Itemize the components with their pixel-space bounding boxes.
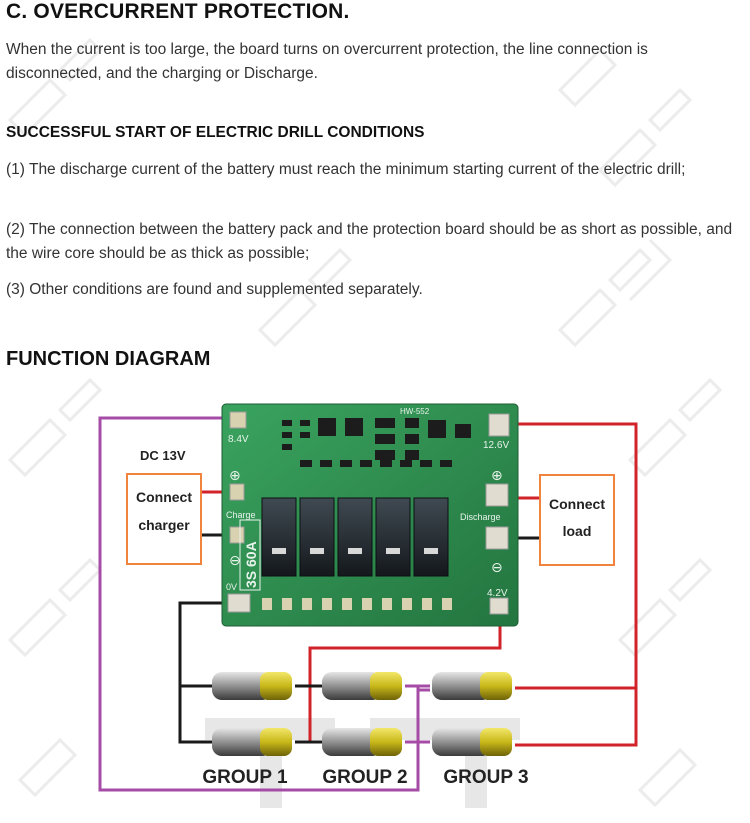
board-label-12-6v: 12.6V — [483, 440, 509, 451]
protection-board: 3S 60A HW-552 8.4V 12.6V 4.2V Charge Dis… — [221, 403, 519, 627]
mosfet-row — [261, 497, 449, 577]
purple-wire — [98, 416, 430, 792]
board-label-0v: 0V — [226, 582, 237, 592]
battery-g2-top — [322, 672, 402, 700]
board-label-discharge: Discharge — [460, 512, 501, 522]
section-c-title: C. OVERCURRENT PROTECTION. — [6, 0, 350, 23]
black-wire-0v — [178, 601, 238, 744]
plus-symbol-charge: ⊕ — [229, 467, 241, 483]
plus-symbol-discharge: ⊕ — [491, 467, 503, 483]
drill-condition-2: (2) The connection between the battery p… — [6, 221, 733, 262]
board-label-8-4v: 8.4V — [228, 434, 249, 445]
battery-g2-bottom — [322, 728, 402, 756]
pad-8-4v — [229, 411, 247, 429]
battery-g1-bottom — [212, 728, 292, 756]
pad-charge-pos — [229, 483, 245, 501]
red-wire-top — [497, 422, 638, 747]
battery-g3-top — [432, 672, 512, 700]
charger-label-line1: Connect — [136, 489, 192, 505]
battery-cells — [212, 672, 512, 756]
minus-symbol-charge: ⊖ — [229, 552, 241, 568]
load-label-line2: load — [563, 523, 592, 539]
smd-components — [282, 418, 471, 467]
board-label-4-2v: 4.2V — [487, 588, 508, 599]
pad-12-6v — [488, 413, 510, 437]
group-2-label: GROUP 2 — [322, 767, 407, 788]
group-3-label: GROUP 3 — [443, 767, 528, 788]
section-c-body: When the current is too large, the board… — [6, 41, 648, 82]
pad-4-2v — [489, 597, 509, 615]
load-label-line1: Connect — [549, 496, 605, 512]
board-rating: 3S 60A — [243, 541, 259, 588]
group-1-label: GROUP 1 — [202, 767, 288, 788]
pad-discharge-neg — [485, 526, 509, 550]
connect-charger-box: Connect charger — [126, 473, 202, 565]
drill-section-title: SUCCESSFUL START OF ELECTRIC DRILL CONDI… — [6, 124, 425, 141]
bottom-pads — [262, 598, 452, 610]
function-diagram-title: FUNCTION DIAGRAM — [6, 348, 211, 370]
board-label-charge: Charge — [226, 510, 256, 520]
connect-load-box: Connect load — [539, 474, 615, 566]
pad-0v — [227, 593, 251, 613]
charger-label-line2: charger — [138, 517, 190, 533]
battery-g1-top — [212, 672, 292, 700]
battery-g3-bottom — [432, 728, 512, 756]
minus-symbol-discharge: ⊖ — [491, 559, 503, 575]
pad-charge-neg — [229, 526, 245, 544]
pad-discharge-pos — [485, 483, 509, 507]
drill-condition-1: (1) The discharge current of the battery… — [6, 161, 686, 178]
drill-condition-3: (3) Other conditions are found and suppl… — [6, 281, 423, 298]
board-model: HW-552 — [400, 407, 430, 416]
dc-voltage-label: DC 13V — [140, 448, 186, 463]
